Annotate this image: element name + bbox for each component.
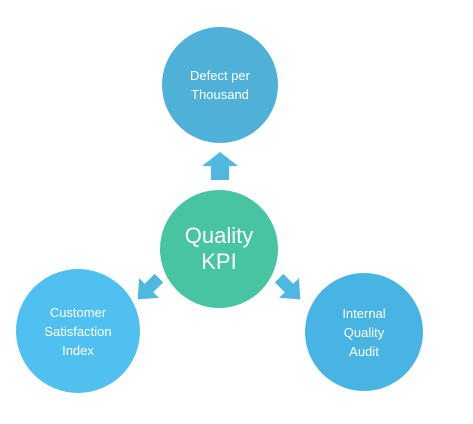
center-label: Quality KPI (185, 223, 253, 275)
node-internal-quality-audit: Internal Quality Audit (305, 273, 423, 391)
node-label: Customer Satisfaction Index (44, 304, 112, 358)
node-label: Internal Quality Audit (342, 305, 386, 359)
center-label-line2: KPI (201, 249, 237, 274)
arrow-down-right-icon (274, 273, 301, 300)
arrow-up-icon (202, 152, 238, 180)
center-label-line1: Quality (184, 223, 254, 248)
node-quality-kpi: Quality KPI (160, 190, 278, 308)
node-customer-satisfaction-index: Customer Satisfaction Index (16, 269, 140, 393)
node-label: Defect per Thousand (190, 68, 250, 102)
arrow-down-left-icon (137, 273, 164, 300)
node-defect-per-thousand: Defect per Thousand (162, 27, 278, 143)
